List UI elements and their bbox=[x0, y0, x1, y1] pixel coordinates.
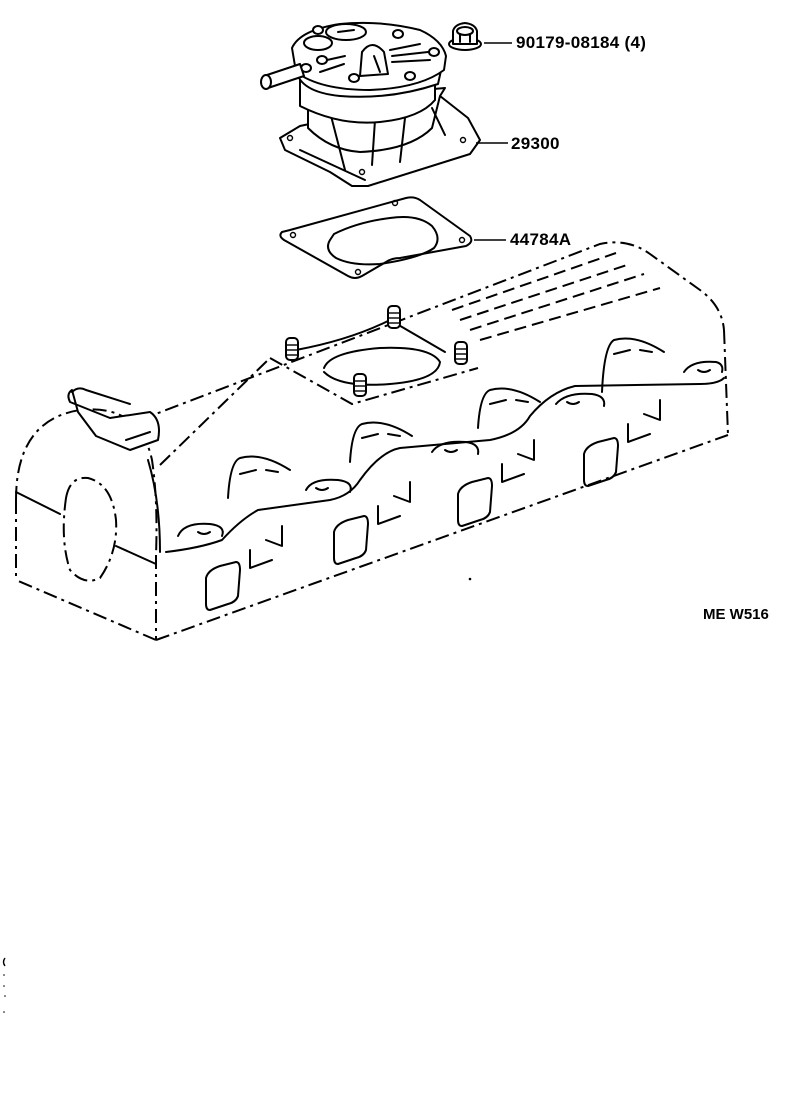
leader-lines bbox=[474, 42, 512, 241]
mounting-studs-icon bbox=[285, 305, 468, 397]
vacuum-pump-icon bbox=[260, 21, 481, 187]
cylinder-head-cover-icon bbox=[15, 241, 729, 641]
part-number-nut[interactable]: 90179-08184 (4) bbox=[516, 33, 647, 52]
part-number-vacuum-pump[interactable]: 29300 bbox=[511, 134, 560, 153]
gasket-icon bbox=[279, 196, 473, 279]
part-number-gasket[interactable]: 44784A bbox=[510, 230, 572, 249]
artifact-marks bbox=[2, 577, 472, 1013]
figure-code: ME W516 bbox=[703, 606, 769, 623]
hex-nut-icon bbox=[448, 22, 482, 51]
